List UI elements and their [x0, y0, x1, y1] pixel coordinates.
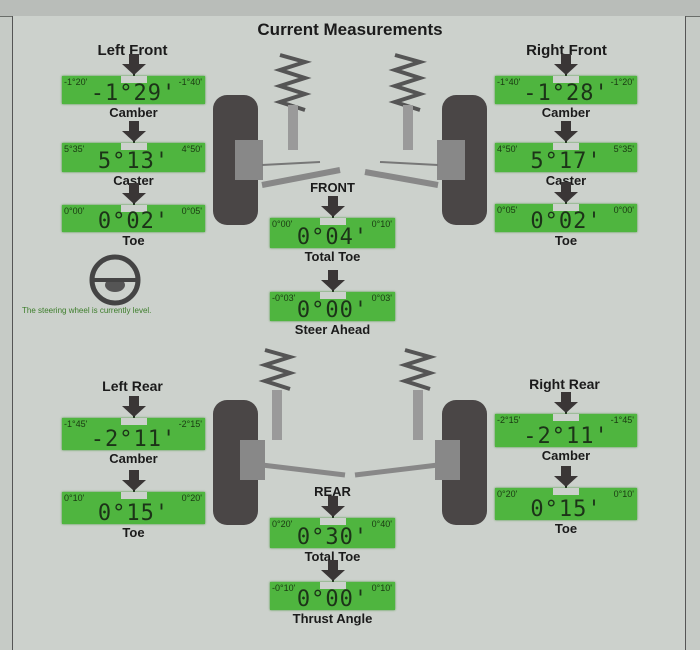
- range-min: 0°00': [64, 206, 85, 216]
- left-front-camber-label: Camber: [109, 105, 158, 120]
- steer-ahead-label: Steer Ahead: [294, 322, 371, 337]
- range-max: -1°40': [178, 77, 202, 87]
- range-max: 0°00': [613, 205, 634, 215]
- range-min: -1°45': [64, 419, 88, 429]
- right-front-camber-label: Camber: [541, 105, 591, 120]
- measurement-value: -1°29': [90, 81, 177, 106]
- range-min: -2°15': [497, 415, 521, 425]
- measurement-value: 0°04': [296, 225, 369, 250]
- left-rear-camber-gauge: -1°45' -2°15'-2°11': [62, 418, 205, 452]
- range-min: -0°03': [272, 293, 296, 303]
- left-front-caster-gauge: 5°35' 4°50' 5°13': [62, 143, 205, 174]
- front-total-toe-label: Total Toe: [304, 249, 361, 264]
- measurement-value: -1°28': [523, 81, 609, 106]
- measurement-value: 5°13': [97, 149, 170, 174]
- measurement-value: 0°02': [97, 209, 170, 234]
- left-front-camber-gauge: -1°20' -1°40'-1°29': [62, 76, 205, 106]
- range-min: 0°20': [497, 489, 518, 499]
- right-front-toe-label: Toe: [554, 233, 578, 248]
- left-rear-toe-gauge: 0°10' 0°20' 0°15': [62, 492, 205, 526]
- steering-wheel-icon: [89, 254, 141, 306]
- steering-level-note: The steering wheel is currently level.: [22, 306, 152, 315]
- range-max: 0°03': [371, 293, 392, 303]
- measurement-value: 0°00': [296, 298, 369, 323]
- right-front-caster-label: Caster: [545, 173, 587, 188]
- range-min: -1°20': [64, 77, 88, 87]
- rear-total-toe-label: Total Toe: [304, 549, 361, 564]
- rear-total-toe-gauge: 0°20' 0°40'0°30': [270, 518, 395, 550]
- steer-ahead-gauge: -0°03' 0°03'0°00': [270, 292, 395, 323]
- front-total-toe-gauge: 0°00' 0°10'0°04': [270, 218, 395, 250]
- measurement-value: 0°00': [296, 587, 369, 612]
- right-front-toe-gauge: 0°05' 0°00' 0°02': [495, 204, 637, 234]
- rear-left-wheel-icon: [213, 348, 346, 525]
- right-rear-camber-gauge: -2°15' -1°45'-2°11': [495, 414, 637, 449]
- range-max: 0°10': [371, 583, 392, 593]
- right-rear-toe-gauge: 0°20' 0°10' 0°15': [495, 488, 637, 522]
- measurement-value: 0°15': [97, 501, 170, 526]
- range-max: -2°15': [178, 419, 202, 429]
- range-min: 0°10': [64, 493, 85, 503]
- rear-right-wheel-icon: [354, 348, 487, 525]
- measurement-value: 5°17': [530, 149, 602, 174]
- range-min: -1°40': [497, 77, 521, 87]
- left-rear-toe-label: Toe: [122, 525, 145, 540]
- front-label: FRONT: [310, 180, 355, 195]
- measurement-value: -2°11': [523, 424, 609, 449]
- range-max: 0°05': [181, 206, 202, 216]
- range-max: 0°40': [371, 519, 392, 529]
- measurement-value: 0°02': [530, 209, 602, 234]
- left-rear-camber-label: Camber: [109, 451, 158, 466]
- range-max: -1°20': [610, 77, 634, 87]
- measurement-value: 0°30': [296, 525, 369, 550]
- left-front-caster-label: Caster: [113, 173, 154, 188]
- front-left-wheel-icon: [213, 53, 341, 225]
- thrust-angle-gauge: -0°10' 0°10'0°00': [270, 582, 395, 612]
- right-front-title: Right Front: [526, 42, 607, 59]
- range-min: 0°05': [497, 205, 518, 215]
- front-right-wheel-icon: [364, 53, 487, 225]
- range-max: 5°35': [613, 144, 634, 154]
- left-front-toe-label: Toe: [122, 233, 145, 248]
- left-rear-title: Left Rear: [102, 378, 163, 394]
- right-front-camber-gauge: -1°40' -1°20'-1°28': [495, 76, 637, 106]
- range-min: 5°35': [64, 144, 85, 154]
- range-min: 4°50': [497, 144, 518, 154]
- measurement-value: -2°11': [90, 427, 177, 452]
- right-front-caster-gauge: 4°50' 5°35' 5°17': [495, 143, 637, 174]
- range-max: 0°10': [613, 489, 634, 499]
- thrust-angle-label: Thrust Angle: [292, 611, 373, 626]
- range-min: -0°10': [272, 583, 296, 593]
- range-min: 0°20': [272, 519, 293, 529]
- range-min: 0°00': [272, 219, 293, 229]
- left-front-toe-gauge: 0°00' 0°05' 0°02': [62, 205, 205, 234]
- left-front-title: Left Front: [97, 42, 168, 59]
- right-rear-toe-label: Toe: [554, 521, 578, 536]
- rear-label: REAR: [314, 484, 351, 499]
- measurement-value: 0°15': [530, 497, 602, 522]
- page-title: Current Measurements: [257, 20, 443, 39]
- right-rear-camber-label: Camber: [541, 448, 591, 463]
- range-max: 0°20': [181, 493, 202, 503]
- range-max: 0°10': [371, 219, 392, 229]
- range-max: -1°45': [610, 415, 634, 425]
- range-max: 4°50': [181, 144, 202, 154]
- right-rear-title: Right Rear: [529, 376, 600, 392]
